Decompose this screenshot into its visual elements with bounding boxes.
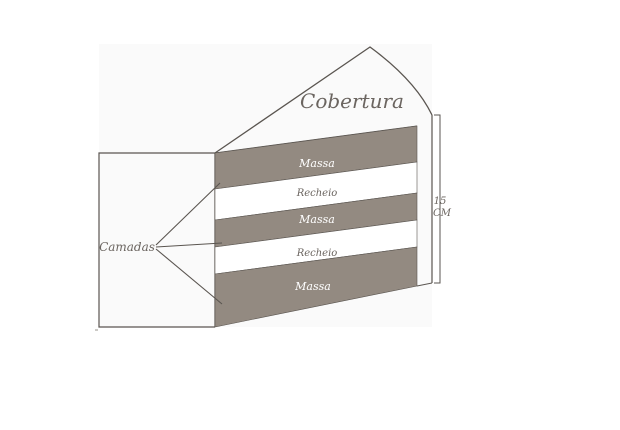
pointer-line-2 xyxy=(155,242,223,248)
layer-label-2: Recheio xyxy=(296,188,338,199)
layer-label-1: Massa xyxy=(298,157,335,170)
height-value: 15 xyxy=(434,196,447,207)
camadas-bracket xyxy=(98,152,215,328)
cobertura-outline xyxy=(214,46,433,154)
layer-label-5: Massa xyxy=(294,280,331,293)
layer-label-3: Massa xyxy=(298,213,335,226)
layer-label-4: Recheio xyxy=(296,248,338,259)
pointer-line-1 xyxy=(155,182,221,246)
layers-group xyxy=(214,125,418,328)
pointer-line-3 xyxy=(155,248,223,305)
height-bracket xyxy=(434,114,441,284)
camadas-label: Camadas xyxy=(99,240,155,254)
layer-massa-3 xyxy=(214,246,418,328)
height-unit: CM xyxy=(433,208,452,219)
bottom-corner xyxy=(416,282,433,287)
cobertura-label: Cobertura xyxy=(300,89,404,113)
